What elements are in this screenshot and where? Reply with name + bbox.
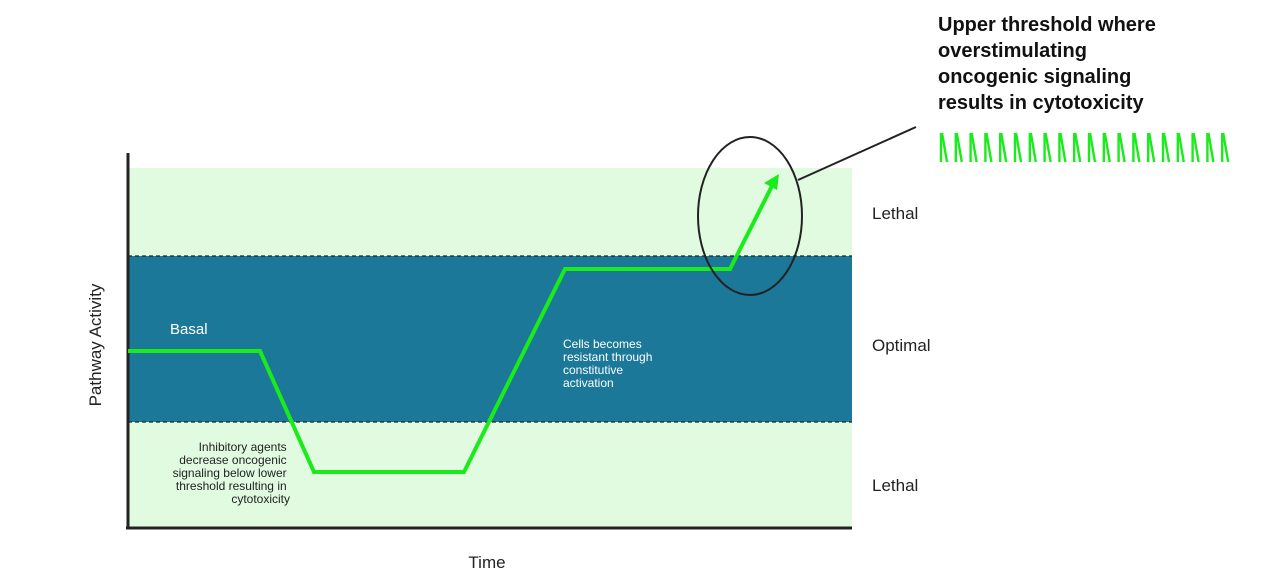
zigzag-stroke <box>1162 132 1171 163</box>
lower-lethal-zone <box>128 422 852 527</box>
upper-threshold-line-3: oncogenic signaling <box>938 66 1131 88</box>
optimal-zone <box>128 256 852 422</box>
inhibitory-line-2: decrease oncogenic <box>179 453 286 467</box>
pathway-activity-line <box>128 185 774 474</box>
inhibitory-line-5: cytotoxicity <box>231 492 290 506</box>
zigzag-stroke <box>985 132 993 163</box>
overstimulation-highlight-ellipse <box>697 136 803 296</box>
resistant-line-2: resistant through <box>563 350 652 364</box>
x-axis-label: Time <box>468 553 505 572</box>
toxicity-zigzag-marker <box>939 132 1230 163</box>
zigzag-stroke <box>1029 132 1037 163</box>
resistant-line-1: Cells becomes <box>563 337 642 351</box>
zone-label-upper-lethal: Lethal <box>872 204 918 223</box>
zigzag-stroke <box>1000 132 1008 163</box>
upper-threshold-line-4: results in cytotoxicity <box>938 92 1144 114</box>
resistant-line-3: constitutive <box>563 363 623 377</box>
inhibitory-line-4: threshold resulting in <box>176 479 287 493</box>
inhibitory-line-1: Inhibitory agents <box>199 440 287 454</box>
callout-line <box>797 126 917 181</box>
zigzag-stroke <box>1014 132 1023 163</box>
zigzag-stroke <box>1088 132 1097 163</box>
zigzag-stroke <box>970 132 978 163</box>
zone-label-optimal: Optimal <box>872 336 931 355</box>
zigzag-stroke <box>1177 132 1185 163</box>
zigzag-stroke <box>1192 132 1200 163</box>
zone-label-lower-lethal: Lethal <box>872 476 918 495</box>
inhibitory-annotation: Inhibitory agents decrease oncogenic sig… <box>173 440 290 506</box>
inhibitory-line-3: signaling below lower <box>173 466 287 480</box>
zigzag-stroke <box>1133 132 1141 163</box>
zigzag-stroke <box>1207 132 1215 163</box>
zigzag-stroke <box>1148 132 1156 163</box>
upper-lethal-zone <box>128 168 852 256</box>
resistant-line-4: activation <box>563 376 614 390</box>
zigzag-stroke <box>1059 132 1067 163</box>
zigzag-stroke <box>955 132 963 163</box>
upper-threshold-annotation: Upper threshold where overstimulating on… <box>938 14 1161 114</box>
zigzag-stroke <box>1103 132 1111 163</box>
zigzag-stroke <box>940 132 949 163</box>
upper-threshold-line-1: Upper threshold where <box>938 14 1156 36</box>
y-axis-label: Pathway Activity <box>86 283 105 406</box>
arrowhead-icon <box>764 174 779 190</box>
resistant-annotation: Cells becomes resistant through constitu… <box>563 337 656 390</box>
basal-label: Basal <box>170 321 208 338</box>
zigzag-stroke <box>1118 132 1126 163</box>
zigzag-stroke <box>1222 132 1230 163</box>
zigzag-stroke <box>1074 132 1082 163</box>
zigzag-stroke <box>1044 132 1052 163</box>
upper-threshold-line-2: overstimulating <box>938 40 1087 62</box>
